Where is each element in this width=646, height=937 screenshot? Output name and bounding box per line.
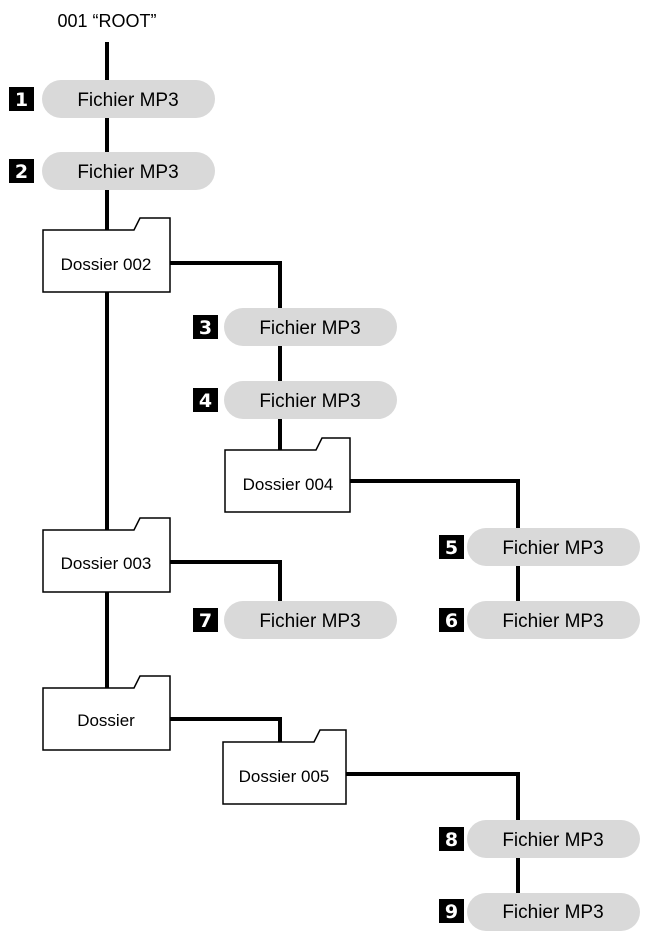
file-number: 5 [445,537,458,559]
connector [170,261,282,450]
file-number: 4 [199,390,212,412]
file-node: 9 Fichier MP3 [439,893,640,931]
file-number: 9 [445,901,458,923]
folder-node: Dossier 002 [42,217,171,293]
file-node: 5 Fichier MP3 [439,528,640,566]
folder-icon [222,729,347,805]
file-pill [467,601,640,639]
folder-icon [224,437,351,513]
file-label: Fichier MP3 [502,611,603,632]
file-number: 1 [15,89,28,111]
file-pill [224,381,397,419]
folder-node: Dossier 005 [222,729,347,805]
folder-icon [42,675,171,751]
file-node: 7 Fichier MP3 [193,601,397,639]
file-number-box [193,315,218,339]
file-pill [467,893,640,931]
file-label: Fichier MP3 [259,318,360,339]
file-label: Fichier MP3 [77,90,178,111]
file-label: Fichier MP3 [259,611,360,632]
folder-label: Dossier 004 [243,475,334,494]
file-node: 6 Fichier MP3 [439,601,640,639]
file-number: 6 [445,610,458,632]
file-node: 8 Fichier MP3 [439,820,640,858]
file-node: 1 Fichier MP3 [9,80,215,118]
folder-node: Dossier 003 [42,517,171,593]
file-number: 2 [15,161,28,183]
file-label: Fichier MP3 [77,162,178,183]
file-label: Fichier MP3 [259,391,360,412]
file-pill [42,80,215,118]
file-pill [467,820,640,858]
file-label: Fichier MP3 [502,538,603,559]
file-node: 2 Fichier MP3 [9,152,215,190]
file-node: 4 Fichier MP3 [193,381,397,419]
file-pill [467,528,640,566]
file-pill [224,601,397,639]
file-number-box [439,608,464,632]
folder-icon [42,517,171,593]
file-number: 8 [445,829,458,851]
file-number-box [439,899,464,923]
file-pill [224,308,397,346]
file-pill [42,152,215,190]
file-number-box [439,535,464,559]
file-number-box [439,827,464,851]
file-number-box [9,87,34,111]
file-number-box [9,159,34,183]
folder-node: Dossier 004 [224,437,351,513]
folder-icon [42,217,171,293]
file-number-box [193,388,218,412]
connector [170,560,282,608]
folder-label: Dossier 002 [61,255,152,274]
folder-node: Dossier [42,675,171,751]
folder-label: Dossier 003 [61,554,152,573]
file-number-box [193,608,218,632]
file-node: 3 Fichier MP3 [193,308,397,346]
connector [170,717,282,742]
file-number: 7 [199,610,212,632]
folder-label: Dossier [77,711,135,730]
folder-label: Dossier 005 [239,767,330,786]
file-label: Fichier MP3 [502,902,603,923]
file-label: Fichier MP3 [502,830,603,851]
file-number: 3 [199,317,212,339]
root-folder-label: 001 “ROOT” [57,11,156,31]
